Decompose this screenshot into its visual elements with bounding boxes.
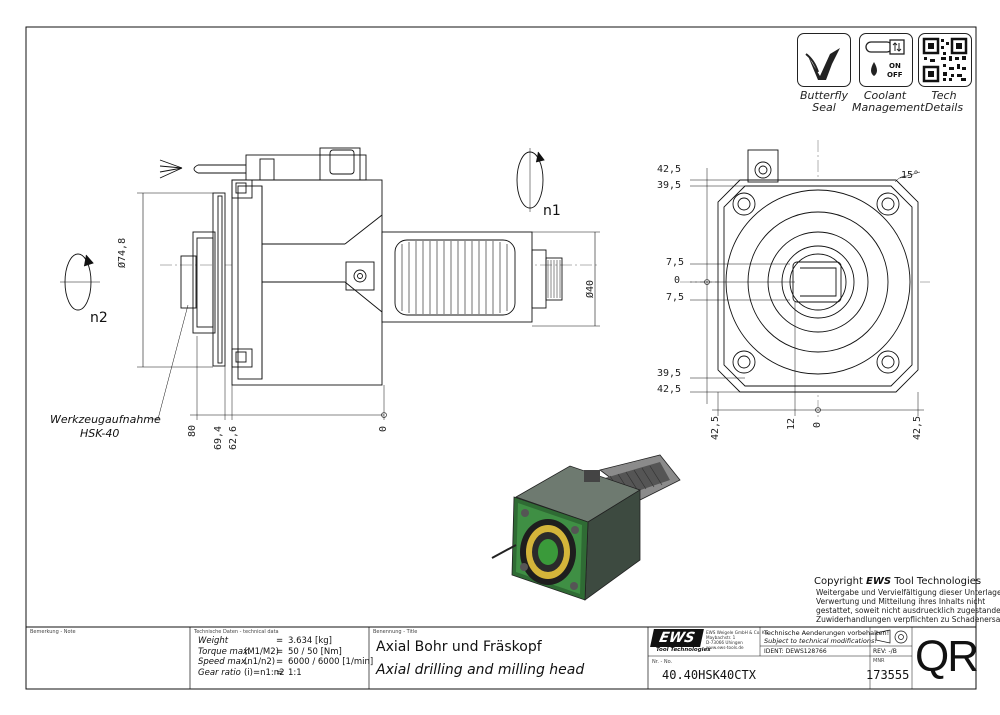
spec-value: 50 / 50 [Nm] <box>288 646 342 657</box>
copyright-title: Copyright EWS Tool Technologies <box>814 576 981 587</box>
mnr-number: 173555 <box>866 668 910 682</box>
spec-eq: = <box>276 646 284 657</box>
spec-eq: = <box>276 657 284 667</box>
spec-label: Torque max. <box>198 646 251 657</box>
tool-holder-label: Werkzeugaufnahme <box>50 413 161 426</box>
coolant-icon <box>865 39 905 76</box>
dim-front-42-5-bottom: 42,5 <box>657 384 682 395</box>
side-view <box>137 147 600 420</box>
spec-label: Gear ratio <box>198 667 241 678</box>
copyright-line: gestattet, soweit nicht ausdruecklich zu… <box>816 606 1000 615</box>
rotation-symbol-n1 <box>516 148 545 212</box>
butterfly-seal-icon-box <box>797 33 851 87</box>
mnr-label: MNR <box>873 658 885 664</box>
spec-label: Speed max. <box>198 657 249 667</box>
changes-notice-en: Subject to technical modifications! <box>764 637 877 645</box>
spec-param: (M1/M2) <box>244 646 279 657</box>
front-view <box>680 140 930 420</box>
title-label: Benennung - Title <box>373 629 418 635</box>
coolant-label-line1: Coolant <box>863 89 907 102</box>
coolant-management-label: Coolant Management <box>852 89 924 114</box>
rotation-label-n2: n2 <box>90 310 108 326</box>
copyright-brand: EWS <box>866 576 892 587</box>
copyright-line: Zuwiderhandlungen verpflichten zu Schade… <box>816 615 1000 624</box>
qr-icon <box>922 37 968 83</box>
company-address: EWS Weigele GmbH & Co. KG Maybachstr. 1 … <box>706 630 768 650</box>
dim-angle-15: 15° <box>901 170 920 181</box>
tech-label-line2: Details <box>924 101 964 114</box>
coolant-label-line2: Management <box>852 101 925 114</box>
spec-value: 3.634 [kg] <box>288 636 332 646</box>
address-line: www.ews-tools.de <box>706 645 744 650</box>
rotation-label-n1: n1 <box>543 203 561 219</box>
title-english: Axial drilling and milling head <box>376 662 585 678</box>
spec-param: (n1/n2) <box>244 657 276 667</box>
tech-details-qr-box[interactable] <box>918 33 972 87</box>
remark-label: Bemerkung - Note <box>30 629 76 635</box>
coolant-management-icon-box: ON OFF <box>859 33 913 87</box>
butterfly-seal-label: Butterfly Seal <box>795 90 853 114</box>
company-logo-sub: Tool Technologies <box>656 647 711 653</box>
title-german: Axial Bohr und Fräskopf <box>376 639 542 655</box>
spec-value: 1:1 <box>288 667 302 678</box>
butterfly-label-line1: Butterfly <box>799 89 849 102</box>
dim-front-39-5-top: 39,5 <box>657 180 682 191</box>
tool-holder-type: HSK-40 <box>80 427 120 440</box>
dim-front-7-5-bottom: 7,5 <box>666 292 685 303</box>
dim-front-0: 0 <box>674 275 681 286</box>
tech-details-label: Tech Details <box>914 90 974 114</box>
coolant-off-label: OFF <box>887 71 903 79</box>
spec-param: (i)=n1:n2 <box>244 667 285 678</box>
isometric-3d-view <box>491 454 681 601</box>
tech-label-line1: Tech <box>931 89 957 102</box>
address-line: D-73066 Uhingen <box>706 640 743 645</box>
spec-eq: = <box>276 667 284 678</box>
tech-data-label: Technische Daten - technical data <box>194 629 279 635</box>
copyright-line: Verwertung und Mitteilung ihres Inhalts … <box>816 597 986 606</box>
part-number: 40.40HSK40CTX <box>662 668 756 682</box>
rotation-symbol-n2 <box>60 253 100 311</box>
dim-front-39-5-bottom: 39,5 <box>657 368 682 379</box>
copyright-notice: Weitergabe und Vervielfältigung dieser U… <box>816 588 1000 624</box>
spec-value: 6000 / 6000 [1/min] <box>288 657 374 667</box>
butterfly-icon <box>805 48 840 80</box>
address-line: Maybachstr. 1 <box>706 635 736 640</box>
changes-notice-de: Technische Aenderungen vorbehalten! <box>764 629 890 637</box>
copyright-line: Weitergabe und Vervielfältigung dieser U… <box>816 588 1000 597</box>
spec-label: Weight <box>198 636 229 646</box>
qr-code-marker: QR <box>915 632 979 681</box>
butterfly-label-line2: Seal <box>812 101 836 114</box>
address-line: EWS Weigele GmbH & Co. KG <box>706 630 768 635</box>
copyright-suffix: Tool Technologies <box>891 576 982 587</box>
number-label: Nr. - No. <box>652 659 673 665</box>
revision: REV: -/B <box>873 648 897 655</box>
dim-front-42-5-top: 42,5 <box>657 164 682 175</box>
company-logo: EWS <box>650 629 704 647</box>
coolant-on-label: ON <box>889 62 901 70</box>
spec-eq: = <box>276 636 284 646</box>
copyright-prefix: Copyright <box>814 576 867 587</box>
ident-number: IDENT: DEWS128766 <box>764 648 827 655</box>
dim-front-7-5-top: 7,5 <box>666 257 685 268</box>
